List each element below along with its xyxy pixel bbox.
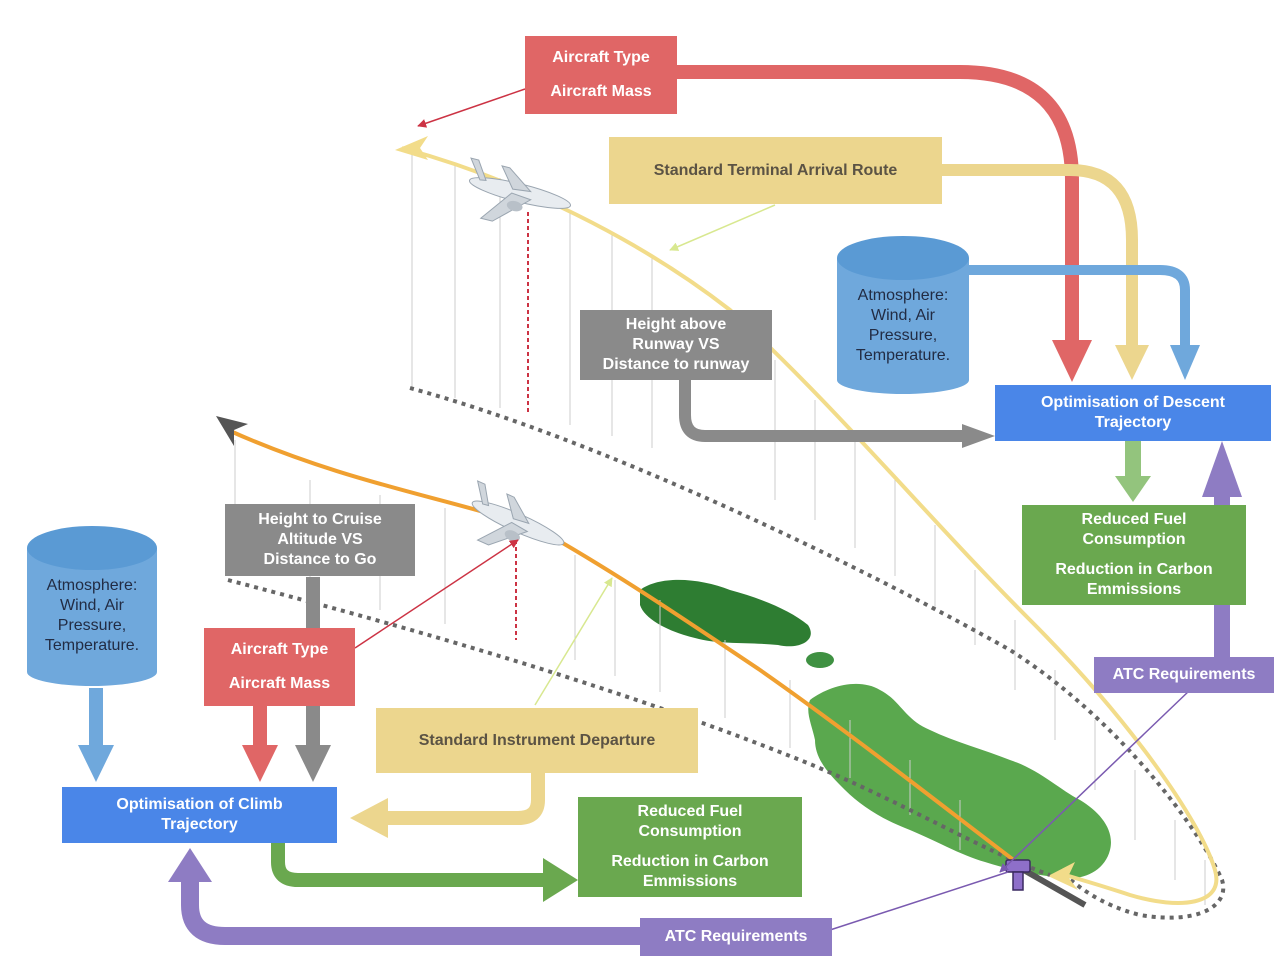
height-line1: Height to Cruise (258, 511, 382, 528)
descent-profile (395, 136, 1226, 920)
outcome-line4: Emmissions (1086, 581, 1182, 598)
islet (806, 652, 834, 668)
descent-atc-box: ATC Requirements (1094, 657, 1274, 693)
sid-box: Standard Instrument Departure (376, 708, 698, 773)
star-box: Standard Terminal Arrival Route (609, 137, 942, 204)
atmosphere-line1: Atmosphere: (857, 287, 949, 304)
optimisation-line1: Optimisation of Descent (1040, 394, 1226, 411)
height-to-descent-opt-arrow (679, 380, 965, 442)
aircraft-type-label: Aircraft Type (230, 641, 329, 658)
atmosphere-line1: Atmosphere: (46, 577, 138, 594)
height-line3: Distance to Go (263, 551, 377, 568)
airplane-icon (471, 480, 565, 546)
climb-flight-path (227, 428, 1042, 882)
descent-height-box: Height above Runway VS Distance to runwa… (580, 310, 772, 380)
climb-atc-box: ATC Requirements (640, 918, 832, 956)
descent-flight-path (401, 146, 1219, 905)
sid-to-climb-path-arrow (534, 577, 613, 706)
aircraft-mass-label: Aircraft Mass (228, 675, 331, 692)
climb-height-box: Height to Cruise Altitude VS Distance to… (225, 504, 415, 576)
atmosphere-climb-cylinder (27, 526, 157, 686)
descent-start-arrowhead (395, 136, 428, 160)
star-label: Standard Terminal Arrival Route (653, 161, 898, 179)
outcome-line2: Consumption (638, 823, 742, 840)
aircraft-type-label: Aircraft Type (552, 49, 650, 66)
island-map (640, 579, 1111, 879)
atmosphere-descent-text: Atmosphere: Wind, Air Pressure, Temperat… (837, 286, 969, 376)
atmosphere-line3: Air Pressure, (868, 307, 938, 344)
height-line2: Altitude VS (277, 531, 363, 548)
outcome-line3: Reduction in Carbon (611, 853, 769, 870)
climb-optimisation-box: Optimisation of Climb Trajectory (62, 787, 337, 843)
airplane-icon (468, 157, 572, 222)
outcome-line1: Reduced Fuel (637, 803, 743, 820)
atmosphere-line3: Air Pressure, (57, 597, 127, 634)
sid-to-climb-opt-arrow (385, 772, 545, 825)
atmosphere-climb-text: Atmosphere: Wind, Air Pressure, Temperat… (27, 576, 157, 666)
atc-to-tower-line-bottom (829, 871, 1009, 931)
climb-outcome-box: Reduced Fuel Consumption Reduction in Ca… (578, 797, 802, 897)
atc-to-climb-opt-arrow (181, 880, 640, 945)
atc-to-tower-line-right (999, 689, 1191, 873)
climb-ground-track (227, 578, 1051, 877)
star-to-descent-opt-arrow (940, 164, 1138, 345)
atc-label: ATC Requirements (664, 928, 808, 945)
aircraft-to-climb-plane-arrow (354, 539, 519, 649)
optimisation-line2: Trajectory (1094, 414, 1172, 431)
aircraft-to-descent-start-arrow (417, 88, 526, 128)
atmosphere-to-descent-opt-arrow (968, 265, 1190, 345)
star-to-descent-path-arrow (669, 204, 776, 251)
climb-end-arrowhead (216, 416, 248, 446)
atmosphere-line2: Wind, (59, 597, 101, 614)
descent-optimisation-box: Optimisation of Descent Trajectory (995, 385, 1271, 441)
outcome-line1: Reduced Fuel (1081, 511, 1187, 528)
small-island (640, 579, 811, 647)
height-line2: Runway VS (632, 336, 720, 353)
height-line3: Distance to runway (602, 356, 750, 373)
outcome-line2: Consumption (1082, 531, 1186, 548)
atmosphere-line2: Wind, (870, 307, 912, 324)
atmosphere-line4: Temperature. (855, 347, 951, 364)
climb-opt-to-outcome-arrow (271, 842, 545, 887)
aircraft-to-descent-opt-arrow (675, 65, 1079, 340)
outcome-line3: Reduction in Carbon (1055, 561, 1213, 578)
climb-aircraft-box: Aircraft Type Aircraft Mass (204, 628, 355, 706)
descent-outcome-box: Reduced Fuel Consumption Reduction in Ca… (1022, 505, 1246, 605)
optimisation-line2: Trajectory (161, 816, 238, 833)
control-tower-icon (1005, 859, 1031, 891)
descent-aircraft-box: Aircraft Type Aircraft Mass (525, 36, 677, 114)
atmosphere-line4: Temperature. (44, 637, 140, 654)
height-line1: Height above (625, 316, 727, 333)
outcome-line4: Emmissions (642, 873, 738, 890)
descent-ground-track (409, 386, 1226, 920)
sid-label: Standard Instrument Departure (418, 731, 656, 749)
atc-label: ATC Requirements (1112, 666, 1256, 683)
main-island (808, 683, 1111, 879)
descent-end-arrowhead (1048, 862, 1078, 890)
aircraft-mass-label: Aircraft Mass (550, 83, 652, 100)
atmosphere-descent-cylinder (837, 236, 969, 394)
optimisation-line1: Optimisation of Climb (116, 796, 283, 813)
